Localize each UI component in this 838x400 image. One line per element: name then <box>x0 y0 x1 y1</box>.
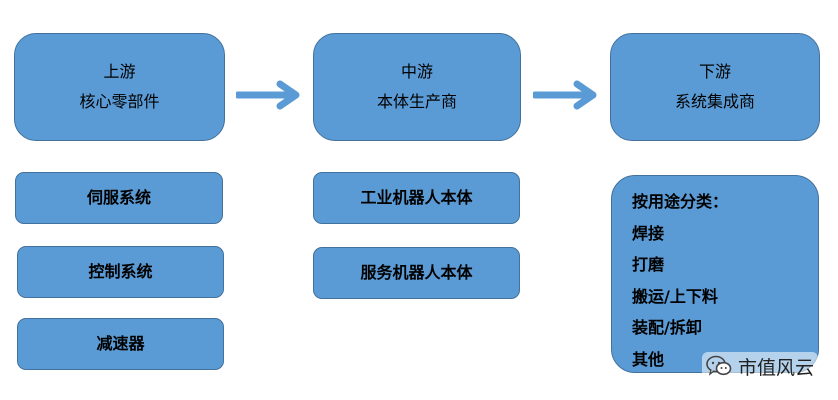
use-item: 其他 <box>632 349 665 369</box>
watermark: 市值风云 <box>702 352 819 380</box>
upstream-subtitle: 核心零部件 <box>79 92 160 111</box>
component-box: 控制系统 <box>17 246 224 298</box>
use-item: 搬运/上下料 <box>632 286 718 306</box>
component-box: 伺服系统 <box>15 172 223 224</box>
watermark-text: 市值风云 <box>738 356 815 379</box>
midstream-title: 中游 <box>400 62 433 81</box>
use-item: 焊接 <box>632 223 665 243</box>
midstream-subtitle: 本体生产商 <box>376 92 457 111</box>
downstream-subtitle: 系统集成商 <box>674 92 755 111</box>
use-classification-box: 按用途分类： 焊接 打磨 搬运/上下料 装配/拆卸 其他 <box>611 175 819 373</box>
use-item: 打磨 <box>632 255 665 274</box>
use-heading: 按用途分类： <box>632 192 729 211</box>
arrow-right-icon <box>236 80 300 110</box>
downstream-title: 下游 <box>698 62 731 81</box>
robot-box: 工业机器人本体 <box>313 172 520 224</box>
upstream-title: 上游 <box>103 62 136 81</box>
arrow-right-icon <box>533 80 597 110</box>
upstream-box: 上游 核心零部件 <box>14 33 225 141</box>
downstream-box: 下游 系统集成商 <box>610 33 820 141</box>
wechat-icon <box>706 355 732 376</box>
midstream-box: 中游 本体生产商 <box>313 33 521 141</box>
use-item: 装配/拆卸 <box>632 318 702 337</box>
component-box: 减速器 <box>17 318 224 370</box>
robot-box: 服务机器人本体 <box>313 247 520 299</box>
